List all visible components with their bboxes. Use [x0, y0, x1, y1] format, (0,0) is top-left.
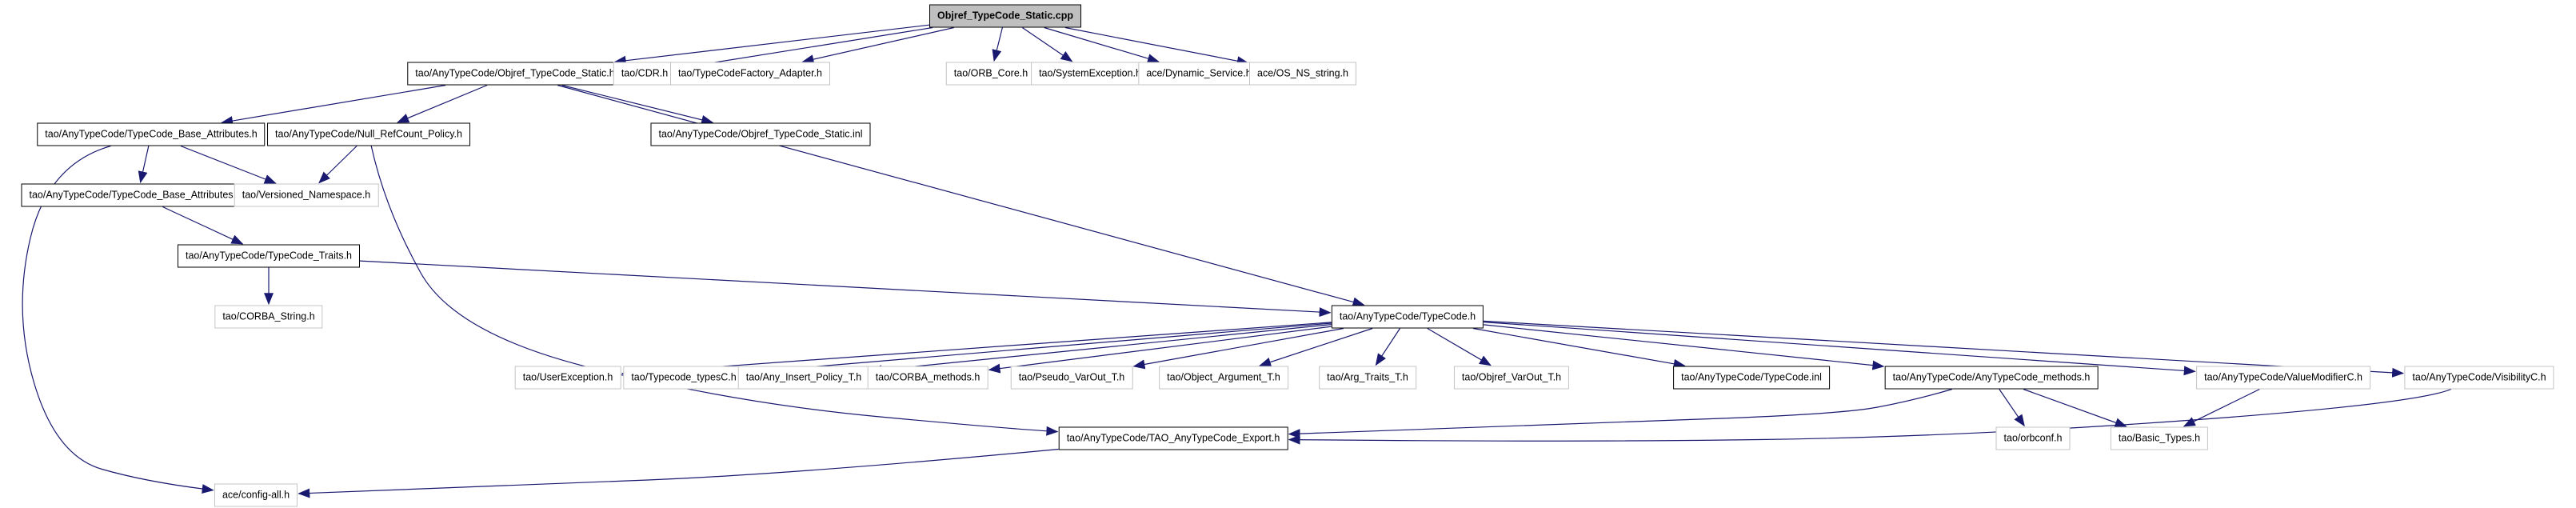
node-corba-methods-h: tao/CORBA_methods.h — [867, 366, 988, 390]
edge-objref-typecode-static-cpp--typecodefactory-adapter-h — [801, 26, 954, 65]
node-objref-varout-t-h: tao/Objref_VarOut_T.h — [1453, 366, 1570, 390]
edge-typecode-h--object-argument-t-h — [1259, 327, 1373, 367]
node-anytypecode-methods-h[interactable]: tao/AnyTypeCode/AnyTypeCode_methods.h — [1884, 366, 2099, 390]
node-versioned-namespace-h: tao/Versioned_Namespace.h — [234, 183, 379, 207]
node-dynamic-service-h: ace/Dynamic_Service.h — [1138, 62, 1260, 86]
edge-typecode-h--pseudo-varout-t-h — [1132, 327, 1344, 370]
node-any-insert-policy-t-h: tao/Any_Insert_Policy_T.h — [737, 366, 870, 390]
edge-null-refcount-policy-h--versioned-namespace-h — [318, 146, 357, 184]
edge-objref-typecode-static-h--typecode-base-attributes-h — [221, 84, 446, 126]
edge-typecode-h--visibilityc-h — [1484, 320, 2405, 378]
node-typecode-base-attributes-h[interactable]: tao/AnyTypeCode/TypeCode_Base_Attributes… — [37, 122, 266, 146]
node-orb-core-h: tao/ORB_Core.h — [945, 62, 1036, 86]
edge-objref-typecode-static-cpp--dynamic-service-h — [1044, 26, 1160, 63]
node-tao-anytypecode-export-h[interactable]: tao/AnyTypeCode/TAO_AnyTypeCode_Export.h — [1058, 426, 1288, 450]
edge-typecode-h--corba-methods-h — [988, 326, 1332, 374]
node-cdr-h: tao/CDR.h — [613, 62, 677, 86]
node-os-ns-string-h: ace/OS_NS_string.h — [1249, 62, 1356, 86]
edge-typecode-h--typecode-typesc-h — [745, 322, 1332, 377]
node-typecode-inl[interactable]: tao/AnyTypeCode/TypeCode.inl — [1673, 366, 1830, 390]
edge-group — [22, 24, 2452, 498]
node-typecode-base-attributes-inl[interactable]: tao/AnyTypeCode/TypeCode_Base_Attributes… — [21, 183, 254, 207]
node-object-argument-t-h: tao/Object_Argument_T.h — [1159, 366, 1288, 390]
edge-objref-typecode-static-cpp--systemexception-h — [1021, 27, 1073, 62]
edge-typecode-h--valuemodifierc-h — [1484, 322, 2196, 376]
node-systemexception-h: tao/SystemException.h — [1031, 62, 1149, 86]
edge-anytypecode-methods-h--orbconf-h — [1999, 389, 2025, 427]
edge-valuemodifierc-h--basic-types-h — [2183, 388, 2260, 427]
edge-objref-typecode-static-cpp--orb-core-h — [992, 27, 1003, 62]
edge-typecode-h--userexception-h — [621, 322, 1332, 378]
edge-typecode-base-attributes-inl--typecode-traits-h — [162, 206, 244, 245]
node-arg-traits-t-h: tao/Arg_Traits_T.h — [1319, 366, 1416, 390]
edge-visibilityc-h--tao-anytypecode-export-h — [1288, 388, 2452, 445]
node-visibilityc-h: tao/AnyTypeCode/VisibilityC.h — [2404, 366, 2554, 390]
node-typecode-h[interactable]: tao/AnyTypeCode/TypeCode.h — [1331, 305, 1484, 329]
edge-typecode-traits-h--typecode-h — [359, 260, 1332, 318]
edge-typecode-h--any-insert-policy-t-h — [869, 324, 1332, 375]
edge-typecode-h--typecode-inl — [1472, 327, 1686, 369]
edge-typecode-base-attributes-h--versioned-namespace-h — [180, 145, 277, 184]
node-typecode-typesc-h: tao/Typecode_typesC.h — [623, 366, 745, 390]
node-corba-string-h: tao/CORBA_String.h — [214, 305, 323, 329]
edge-anytypecode-methods-h--basic-types-h — [2023, 388, 2127, 427]
node-orbconf-h: tao/orbconf.h — [1995, 426, 2071, 450]
node-userexception-h: tao/UserException.h — [514, 366, 621, 390]
edge-tao-anytypecode-export-h--config-all-h — [298, 448, 1059, 498]
edge-objref-typecode-static-cpp--objref-typecode-static-h — [613, 24, 930, 66]
node-objref-typecode-static-h[interactable]: tao/AnyTypeCode/Objref_TypeCode_Static.h — [407, 62, 623, 86]
edge-objref-typecode-static-cpp--os-ns-string-h — [1064, 26, 1249, 66]
edge-typecode-h--objref-varout-t-h — [1427, 327, 1492, 366]
edge-objref-typecode-static-cpp--cdr-h — [676, 26, 933, 72]
edge-typecode-h--arg-traits-t-h — [1375, 328, 1401, 366]
edge-typecode-h--anytypecode-methods-h — [1484, 324, 1885, 370]
edge-objref-typecode-static-h--typecode-h — [557, 84, 1365, 307]
edge-typecode-base-attributes-h--typecode-base-attributes-inl — [138, 146, 150, 184]
edge-objref-typecode-static-h--objref-typecode-static-inl — [561, 84, 714, 125]
edge-objref-typecode-static-h--null-refcount-policy-h — [397, 84, 488, 123]
node-config-all-h: ace/config-all.h — [214, 483, 298, 507]
node-objref-typecode-static-inl[interactable]: tao/AnyTypeCode/Objref_TypeCode_Static.i… — [650, 122, 871, 146]
node-pseudo-varout-t-h: tao/Pseudo_VarOut_T.h — [1010, 366, 1133, 390]
node-typecodefactory-adapter-h: tao/TypeCodeFactory_Adapter.h — [670, 62, 830, 86]
node-basic-types-h: tao/Basic_Types.h — [2110, 426, 2209, 450]
edge-anytypecode-methods-h--tao-anytypecode-export-h — [1288, 388, 1952, 439]
node-objref-typecode-static-cpp: Objref_TypeCode_Static.cpp — [929, 4, 1081, 28]
node-valuemodifierc-h: tao/AnyTypeCode/ValueModifierC.h — [2196, 366, 2370, 390]
node-null-refcount-policy-h[interactable]: tao/AnyTypeCode/Null_RefCount_Policy.h — [267, 122, 470, 146]
node-typecode-traits-h[interactable]: tao/AnyTypeCode/TypeCode_Traits.h — [178, 244, 360, 268]
